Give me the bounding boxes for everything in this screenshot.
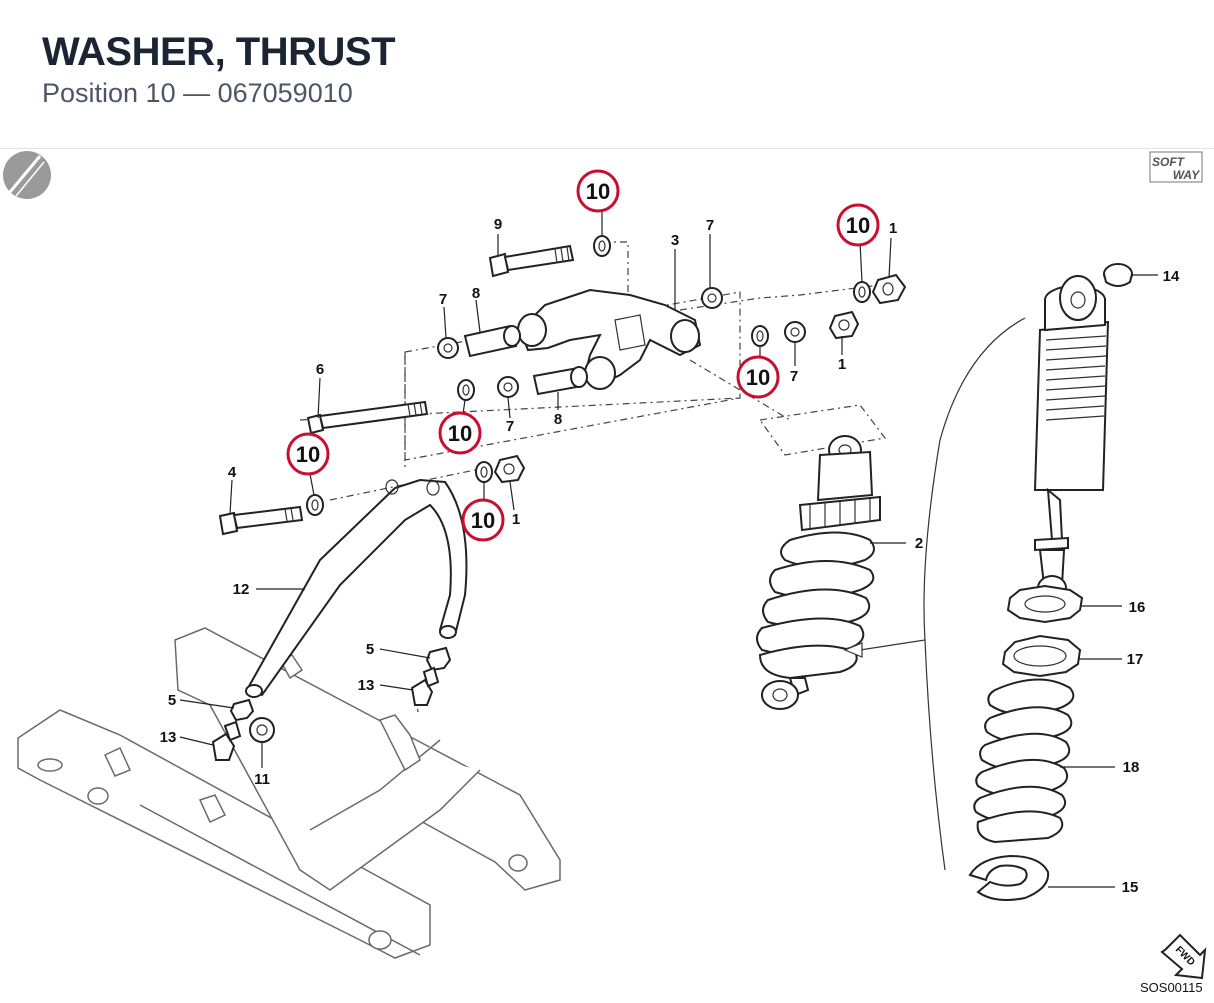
highlight-label: 10 <box>471 508 495 533</box>
part-13-bracket-b <box>211 720 242 761</box>
callout-12: 12 <box>233 581 250 598</box>
callout-15: 15 <box>1122 879 1139 896</box>
part-damper-body <box>1033 275 1110 601</box>
callout-7: 7 <box>790 368 798 385</box>
callout-1: 1 <box>512 511 520 528</box>
page-subtitle: Position 10 — 067059010 <box>42 78 353 108</box>
part-11-bushing <box>249 717 275 743</box>
callout-7: 7 <box>706 217 714 234</box>
highlight-label: 10 <box>846 213 870 238</box>
part-18-spring <box>973 678 1075 844</box>
leader-lines <box>179 210 1158 888</box>
callout-labels: 9 3 7 1 14 7 8 6 1 7 7 8 4 1 2 12 16 17 … <box>160 216 1180 896</box>
part-7-bushing-b <box>437 337 459 359</box>
part-6-bolt <box>306 400 429 435</box>
callout-3: 3 <box>671 232 679 249</box>
highlight-callout-10[interactable]: 10 <box>736 355 780 399</box>
highlight-label: 10 <box>296 442 320 467</box>
part-2-shock-absorber <box>756 435 881 710</box>
brand-line-2: WAY <box>1173 168 1200 182</box>
part-16-lock-ring <box>1006 584 1084 624</box>
part-1-nut-b <box>828 310 860 340</box>
part-1-nut-c <box>493 454 526 484</box>
part-7-bushing-c <box>784 321 806 343</box>
callout-5: 5 <box>366 641 374 658</box>
highlight-callout-10[interactable]: 10 <box>461 498 505 542</box>
part-1-nut-a <box>871 273 907 305</box>
callout-5: 5 <box>168 692 176 709</box>
highlight-callout-10[interactable]: 10 <box>576 169 620 213</box>
callout-7: 7 <box>439 291 447 308</box>
swingarm-frame <box>17 627 561 959</box>
callout-6: 6 <box>316 361 324 378</box>
exploded-diagram: SOFT WAY <box>3 151 1207 995</box>
callout-13: 13 <box>160 729 177 746</box>
brand-logo: SOFT WAY <box>1149 151 1203 183</box>
part-15-split-collar <box>968 854 1050 901</box>
part-7-bushing-d <box>497 376 519 398</box>
fwd-arrow-icon: FWD <box>1160 933 1207 980</box>
detail-bracket <box>843 317 1026 871</box>
part-10-washer-top <box>593 235 611 257</box>
part-10-washer-left <box>306 494 324 516</box>
callout-7: 7 <box>506 418 514 435</box>
part-8-sleeve-a <box>463 324 521 358</box>
highlight-callout-10[interactable]: 10 <box>438 411 482 455</box>
callout-4: 4 <box>228 464 237 481</box>
drawing-code: SOS00115 <box>1140 980 1203 995</box>
callout-8: 8 <box>472 285 480 302</box>
part-10-washer-lower <box>457 379 475 401</box>
page-header: WASHER, THRUST Position 10 — 067059010 <box>0 0 1214 149</box>
logo-disc-icon <box>3 151 51 199</box>
highlight-callouts[interactable]: 10 10 10 10 10 10 <box>286 169 880 542</box>
part-17-adjuster-ring <box>1001 634 1082 678</box>
part-10-washer-link <box>475 461 493 483</box>
callout-1: 1 <box>889 220 897 237</box>
part-10-washer-mid <box>751 325 769 347</box>
callout-14: 14 <box>1163 268 1180 285</box>
part-5-nut-b <box>229 698 255 722</box>
part-13-bracket-a <box>410 666 440 706</box>
part-14-cap <box>1103 263 1133 287</box>
callout-17: 17 <box>1127 651 1144 668</box>
part-5-nut-a <box>425 646 452 672</box>
callout-8: 8 <box>554 411 562 428</box>
highlight-callout-10[interactable]: 10 <box>286 432 330 476</box>
callout-11: 11 <box>254 771 270 788</box>
callout-2: 2 <box>915 535 923 552</box>
part-8-sleeve-b <box>532 366 588 396</box>
callout-13: 13 <box>358 677 375 694</box>
callout-9: 9 <box>494 216 502 233</box>
highlight-label: 10 <box>586 179 610 204</box>
callout-1: 1 <box>838 356 846 373</box>
brand-line-1: SOFT <box>1152 155 1186 169</box>
highlight-label: 10 <box>448 421 472 446</box>
callout-18: 18 <box>1123 759 1140 776</box>
highlight-callout-10[interactable]: 10 <box>836 203 880 247</box>
part-4-bolt <box>218 505 304 536</box>
part-9-bolt <box>488 244 575 278</box>
part-12-pull-link <box>245 478 468 698</box>
page-title: WASHER, THRUST <box>42 30 396 74</box>
part-7-bushing-a <box>701 287 723 309</box>
part-3-rocker-link <box>517 288 702 390</box>
callout-16: 16 <box>1129 599 1146 616</box>
part-10-washer-right <box>853 281 871 303</box>
highlight-label: 10 <box>746 365 770 390</box>
